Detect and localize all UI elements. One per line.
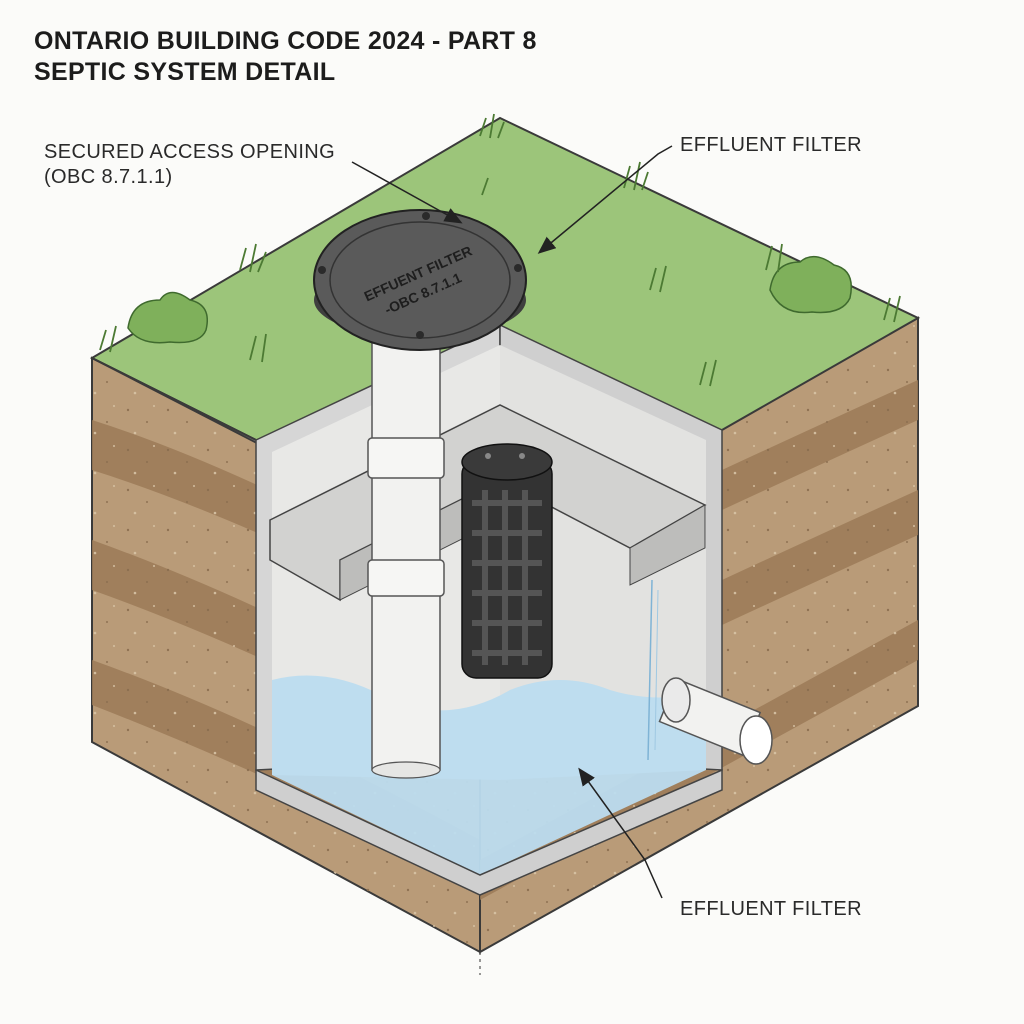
outlet-pipe xyxy=(658,677,773,765)
callout-effluent-filter-bottom: EFFLUENT FILTER xyxy=(680,898,862,920)
effluent-filter xyxy=(461,443,553,679)
bush-left xyxy=(127,291,208,344)
diagram-title: ONTARIO BUILDING CODE 2024 - PART 8 SEPT… xyxy=(34,26,537,88)
access-lid: EFFUENT FILTER -OBC 8.7.1.1 xyxy=(313,209,527,351)
callout-access-line-1: SECURED ACCESS OPENING xyxy=(44,141,336,163)
title-line-2: SEPTIC SYSTEM DETAIL xyxy=(34,58,336,86)
access-riser-pipe xyxy=(367,299,445,779)
leader-lines xyxy=(351,145,673,899)
grass-tufts xyxy=(99,113,901,387)
title-line-1: ONTARIO BUILDING CODE 2024 - PART 8 xyxy=(34,27,537,55)
callout-access-opening: SECURED ACCESS OPENING (OBC 8.7.1.1) xyxy=(44,140,335,190)
bush-right xyxy=(769,256,852,314)
callout-effluent-filter-top: EFFLUENT FILTER xyxy=(680,134,862,156)
callout-access-line-2: (OBC 8.7.1.1) xyxy=(44,166,173,188)
